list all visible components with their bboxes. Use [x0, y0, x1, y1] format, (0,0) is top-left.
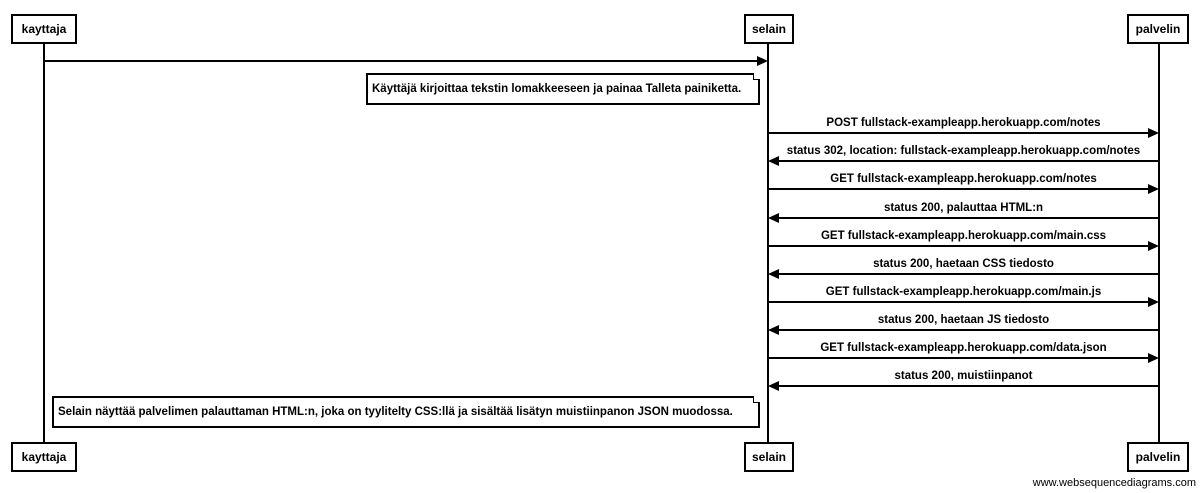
message-label: status 200, muistiinpanot: [894, 370, 1033, 382]
message-arrow: [768, 353, 1159, 363]
arrowhead-icon: [768, 381, 779, 391]
actor-palvelin-top: palvelin: [1127, 14, 1189, 44]
note-fold-icon: [753, 73, 760, 80]
message-label: POST fullstack-exampleapp.herokuapp.com/…: [826, 117, 1101, 129]
message-label: GET fullstack-exampleapp.herokuapp.com/d…: [820, 342, 1107, 354]
message-label: GET fullstack-exampleapp.herokuapp.com/n…: [830, 173, 1097, 185]
message-label: status 302, location: fullstack-examplea…: [786, 145, 1141, 157]
actor-selain-bottom: selain: [744, 442, 794, 472]
arrowhead-icon: [1148, 297, 1159, 307]
arrowhead-icon: [768, 325, 779, 335]
actor-kayttaja-bottom: kayttaja: [11, 442, 77, 472]
watermark: www.websequencediagrams.com: [1032, 477, 1196, 489]
actor-selain-top: selain: [744, 14, 794, 44]
message-arrow: [768, 156, 1159, 166]
arrowhead-icon: [757, 56, 768, 66]
message-arrow: [768, 269, 1159, 279]
arrowhead-icon: [1148, 184, 1159, 194]
arrowhead-icon: [768, 213, 779, 223]
arrowhead-icon: [1148, 241, 1159, 251]
arrowhead-icon: [1148, 128, 1159, 138]
note-browser-renders-text: Selain näyttää palvelimen palauttaman HT…: [58, 406, 733, 418]
actor-palvelin-bottom: palvelin: [1127, 442, 1189, 472]
note-user-writes: Käyttäjä kirjoittaa tekstin lomakkeeseen…: [366, 73, 760, 105]
note-browser-renders: Selain näyttää palvelimen palauttaman HT…: [52, 396, 760, 428]
message-label: status 200, haetaan JS tiedosto: [877, 314, 1050, 326]
message-label: status 200, haetaan CSS tiedosto: [873, 258, 1054, 270]
arrowhead-icon: [768, 269, 779, 279]
message-arrow: [768, 213, 1159, 223]
message-arrow: [768, 128, 1159, 138]
message-arrow: [768, 297, 1159, 307]
message-label: GET fullstack-exampleapp.herokuapp.com/m…: [825, 286, 1102, 298]
message-arrow: [768, 325, 1159, 335]
note-user-writes-text: Käyttäjä kirjoittaa tekstin lomakkeeseen…: [372, 83, 742, 95]
message-arrow: [768, 184, 1159, 194]
message-label: status 200, palauttaa HTML:n: [883, 202, 1044, 214]
message-label: GET fullstack-exampleapp.herokuapp.com/m…: [820, 230, 1107, 242]
note-fold-icon: [753, 396, 760, 403]
message-arrow: [768, 381, 1159, 391]
arrowhead-icon: [1148, 353, 1159, 363]
message-arrow: [44, 56, 768, 66]
arrowhead-icon: [768, 156, 779, 166]
actor-kayttaja-top: kayttaja: [11, 14, 77, 44]
message-arrow: [768, 241, 1159, 251]
